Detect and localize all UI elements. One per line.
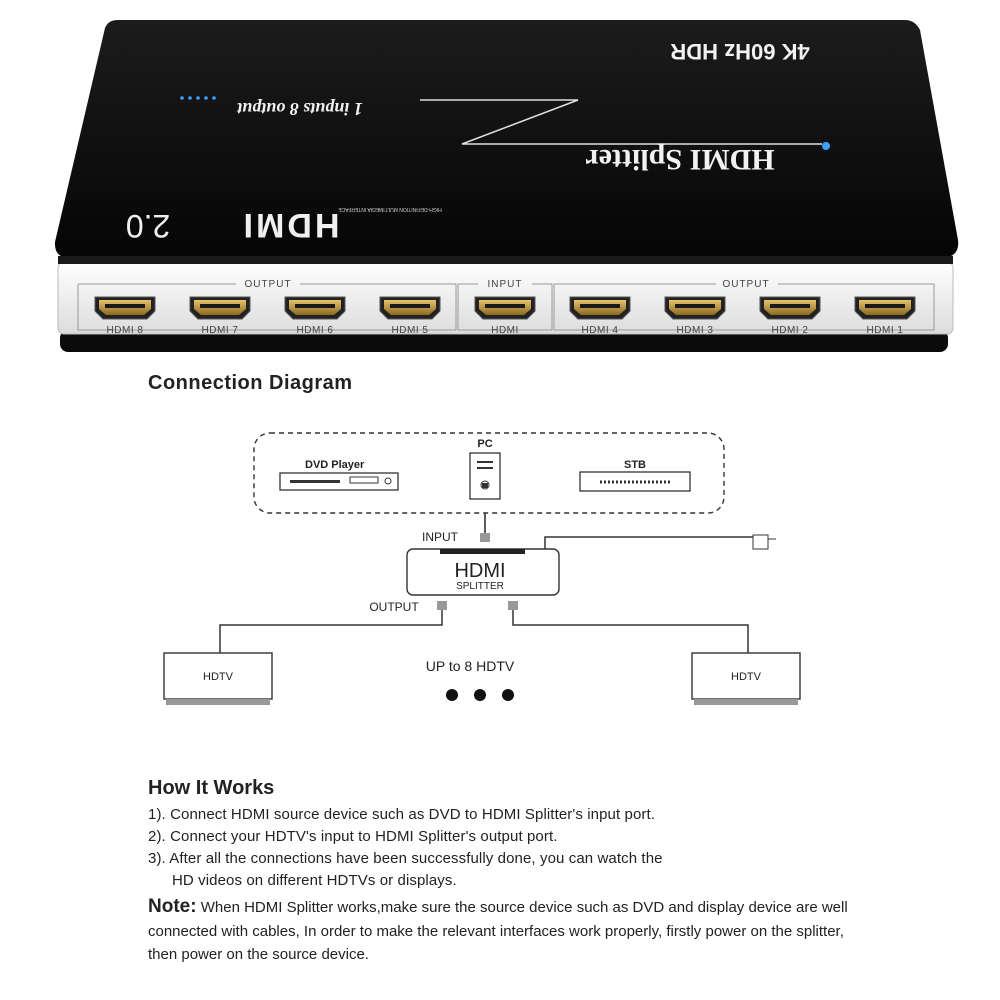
version-text: 2.0 bbox=[126, 208, 170, 244]
splitter-subtitle: SPLITTER bbox=[456, 581, 504, 592]
stb-icon: STB bbox=[579, 459, 691, 492]
hdmi-logo: HDMI HIGH-DEFINITION MULTIMEDIA INTERFAC… bbox=[126, 206, 442, 244]
splitter-title: HDMI bbox=[454, 560, 505, 582]
port-label-hdmi-5: HDMI 5 bbox=[392, 325, 429, 336]
tagline-text: 1 inputs 8 output bbox=[236, 99, 363, 119]
hdmi-port[interactable] bbox=[664, 296, 726, 320]
port-label-hdmi-7: HDMI 7 bbox=[202, 325, 239, 336]
port-label-hdmi-1: HDMI 1 bbox=[867, 325, 904, 336]
spec-text: 4K 60Hz HDR bbox=[670, 39, 809, 64]
pc-icon: PC bbox=[469, 438, 501, 500]
note-text: When HDMI Splitter works,make sure the s… bbox=[148, 899, 848, 963]
dvd-player-label: DVD Player bbox=[305, 459, 365, 471]
port-label-hdmi-3: HDMI 3 bbox=[677, 325, 714, 336]
step-3-line-2: HD videos on different HDTVs or displays… bbox=[172, 872, 457, 889]
source-devices-group bbox=[253, 432, 725, 514]
power-cable bbox=[544, 536, 761, 549]
ellipsis-dots bbox=[446, 689, 514, 701]
stb-label: STB bbox=[624, 459, 646, 471]
port-label-hdmi-4: HDMI 4 bbox=[582, 325, 619, 336]
hdtv-right-icon: HDTV bbox=[691, 652, 801, 705]
port-label-hdmi-6: HDMI 6 bbox=[297, 325, 334, 336]
hdtv-left-icon: HDTV bbox=[163, 652, 273, 705]
hdmi-port[interactable] bbox=[189, 296, 251, 320]
up-to-label: UP to 8 HDTV bbox=[426, 658, 515, 674]
hdtv-right-label: HDTV bbox=[731, 671, 762, 683]
pc-label: PC bbox=[477, 438, 492, 450]
output-group-label-right: OUTPUT bbox=[722, 279, 769, 290]
hdmi-input-port[interactable] bbox=[474, 296, 536, 320]
note-label: Note: bbox=[148, 896, 197, 917]
input-group-label: INPUT bbox=[488, 279, 523, 290]
hdmi-splitter-device: 4K 60Hz HDR 1 inputs 8 output HDMI Split… bbox=[54, 20, 959, 352]
step-2: 2). Connect your HDTV's input to HDMI Sp… bbox=[148, 828, 558, 845]
diagram-title: Connection Diagram bbox=[148, 372, 353, 394]
svg-text:HDMI: HDMI bbox=[241, 206, 340, 244]
output-label: OUTPUT bbox=[369, 600, 419, 614]
led-dots bbox=[180, 96, 216, 100]
port-label-hdmi-2: HDMI 2 bbox=[772, 325, 809, 336]
hdmi-port[interactable] bbox=[569, 296, 631, 320]
hdmi-port[interactable] bbox=[379, 296, 441, 320]
hdmi-splitter-box: HDMI SPLITTER bbox=[406, 548, 560, 596]
product-name-text: HDMI Splitter bbox=[585, 143, 774, 176]
power-plug-icon bbox=[752, 534, 769, 550]
z-decoration bbox=[420, 99, 822, 145]
power-led bbox=[822, 142, 830, 150]
step-1: 1). Connect HDMI source device such as D… bbox=[148, 806, 656, 823]
hdmi-port[interactable] bbox=[759, 296, 821, 320]
svg-text:HIGH-DEFINITION MULTIMEDIA INT: HIGH-DEFINITION MULTIMEDIA INTERFACE bbox=[338, 206, 442, 212]
hdmi-port[interactable] bbox=[284, 296, 346, 320]
connection-diagram: DVD Player PC STB INPUT HDMI SPLITTER OU… bbox=[163, 432, 801, 705]
note-paragraph: Note: When HDMI Splitter works,make sure… bbox=[148, 895, 848, 967]
dvd-player-icon: DVD Player bbox=[279, 459, 399, 491]
hdmi-port[interactable] bbox=[854, 296, 916, 320]
input-label: INPUT bbox=[422, 530, 459, 544]
output-group-label-left: OUTPUT bbox=[244, 279, 291, 290]
step-3-line-1: 3). After all the connections have been … bbox=[148, 850, 663, 867]
port-label-hdmi-8: HDMI 8 bbox=[107, 325, 144, 336]
hdtv-left-label: HDTV bbox=[203, 671, 234, 683]
step-3: 3). After all the connections have been … bbox=[148, 848, 663, 892]
how-it-works-title: How It Works bbox=[148, 777, 275, 799]
port-label-input: HDMI bbox=[491, 325, 519, 336]
hdmi-port[interactable] bbox=[94, 296, 156, 320]
